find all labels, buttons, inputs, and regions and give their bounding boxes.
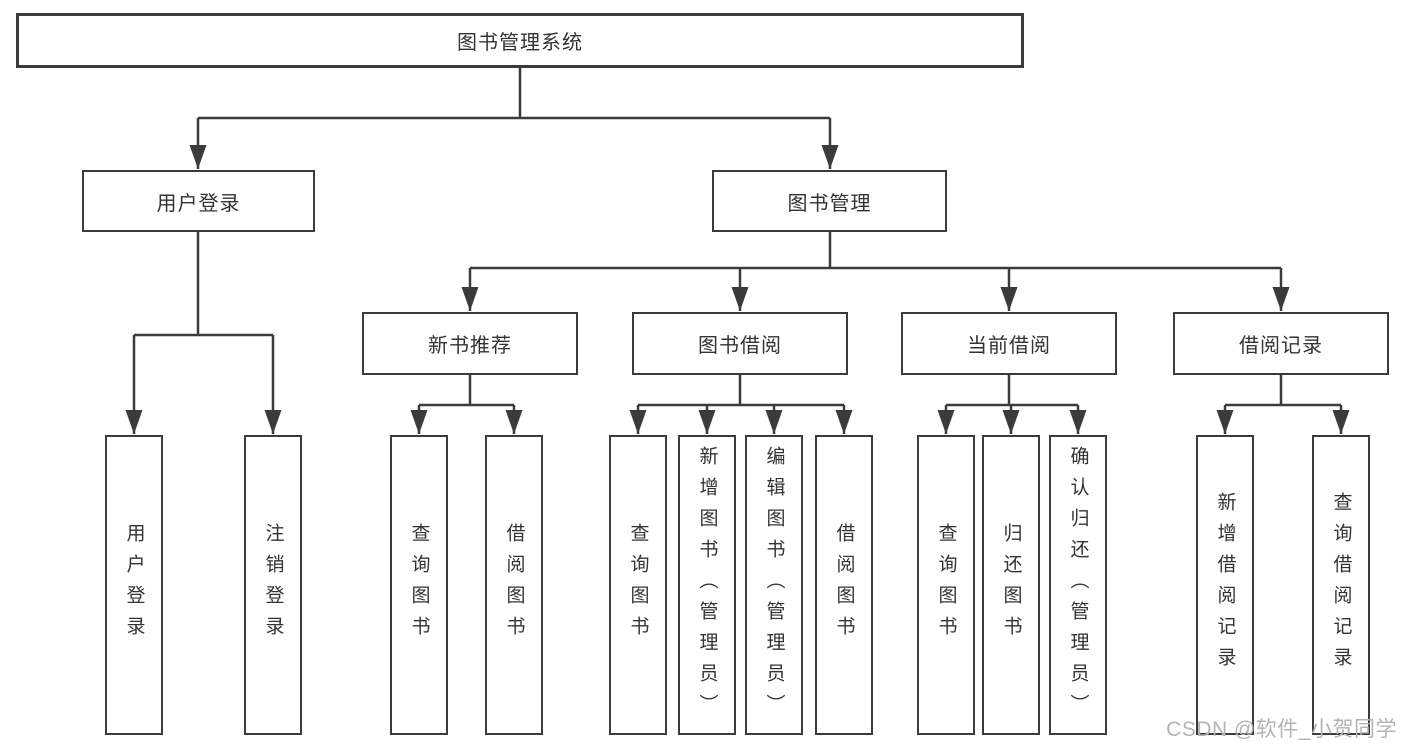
- leaf-label: 编辑图书（管理员）: [763, 445, 785, 725]
- connector-root-to-level2: [189, 68, 839, 169]
- node-new-book-recommend: 新书推荐: [362, 312, 578, 375]
- connector-current-borrow-to-leaves: [937, 375, 1087, 434]
- leaf-confirm-return-admin: 确认归还（管理员）: [1049, 435, 1107, 735]
- connector-book-borrow-to-leaves: [629, 375, 853, 434]
- connector-book-mgmt-to-level3: [461, 232, 1290, 311]
- leaf-label: 新增图书（管理员）: [696, 445, 718, 725]
- leaf-label: 查询图书: [408, 523, 430, 647]
- leaf-add-borrow-record: 新增借阅记录: [1196, 435, 1254, 735]
- node-borrowing-records: 借阅记录: [1173, 312, 1389, 375]
- leaf-edit-book-admin: 编辑图书（管理员）: [745, 435, 803, 735]
- node-root-system: 图书管理系统: [16, 13, 1024, 68]
- leaf-logout: 注销登录: [244, 435, 302, 735]
- leaf-label: 查询借阅记录: [1330, 492, 1352, 678]
- leaf-label: 借阅图书: [503, 523, 525, 647]
- leaf-query-books-borrow: 查询图书: [609, 435, 667, 735]
- leaf-label: 归还图书: [1000, 523, 1022, 647]
- leaf-label: 用户登录: [123, 523, 145, 647]
- leaf-return-books: 归还图书: [982, 435, 1040, 735]
- leaf-label: 注销登录: [262, 523, 284, 647]
- connector-user-login-to-leaves: [125, 232, 282, 434]
- node-current-borrowing: 当前借阅: [901, 312, 1117, 375]
- leaf-label: 查询图书: [627, 523, 649, 647]
- leaf-query-books-current: 查询图书: [917, 435, 975, 735]
- connector-borrow-records-to-leaves: [1216, 375, 1350, 434]
- leaf-label: 新增借阅记录: [1214, 492, 1236, 678]
- leaf-add-book-admin: 新增图书（管理员）: [678, 435, 736, 735]
- leaf-label: 查询图书: [935, 523, 957, 647]
- node-book-borrowing: 图书借阅: [632, 312, 848, 375]
- node-book-management: 图书管理: [712, 170, 947, 232]
- leaf-query-books-recommend: 查询图书: [390, 435, 448, 735]
- leaf-user-login: 用户登录: [105, 435, 163, 735]
- leaf-query-borrow-record: 查询借阅记录: [1312, 435, 1370, 735]
- leaf-borrow-books: 借阅图书: [815, 435, 873, 735]
- leaf-borrow-books-recommend: 借阅图书: [485, 435, 543, 735]
- node-user-login: 用户登录: [82, 170, 315, 232]
- leaf-label: 借阅图书: [833, 523, 855, 647]
- connector-new-book-to-leaves: [410, 375, 523, 434]
- leaf-label: 确认归还（管理员）: [1067, 445, 1089, 725]
